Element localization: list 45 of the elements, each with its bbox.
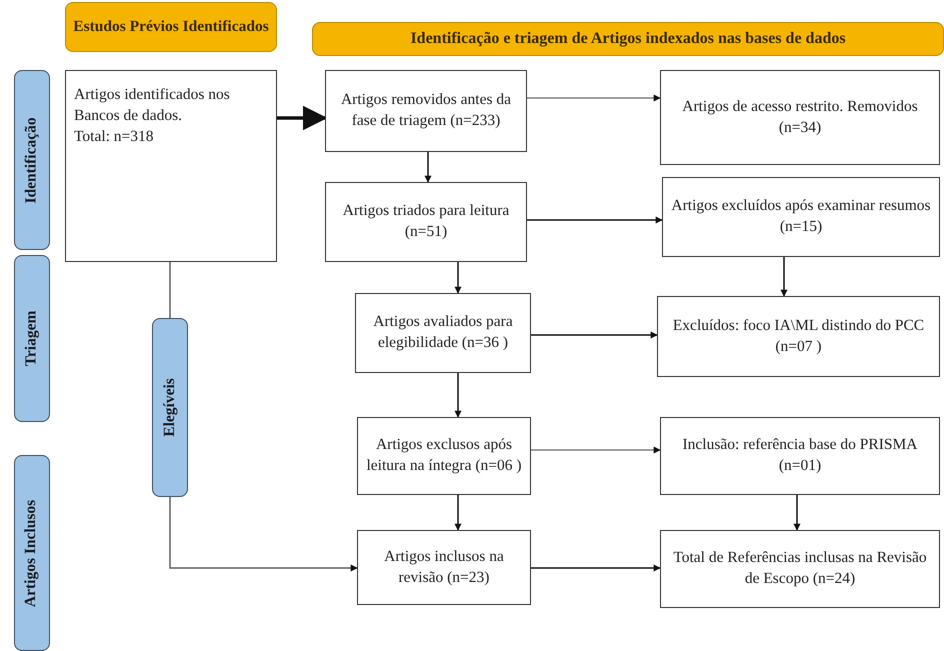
process-box: [657, 296, 940, 377]
process-box: [660, 530, 940, 608]
arrow: [531, 332, 658, 338]
box-text: Artigos de acesso restrito. Removidos (n=34): [681, 96, 919, 138]
box-text: Estudos Prévios Identificados: [73, 18, 269, 36]
arrow: [527, 94, 661, 102]
arrow: [531, 446, 661, 454]
box-text: Excluídos: foco IA\ML distindo do PCC (n=07 ): [672, 316, 926, 356]
box-text: Artigos inclusos na revisão (n=23): [383, 546, 505, 588]
box-text: Artigos identificados nos Bancos de dados.: [74, 85, 231, 126]
arrow: [531, 564, 661, 572]
stage-label: Triagem: [14, 255, 50, 422]
arrow: [277, 106, 328, 130]
arrow: [169, 497, 358, 572]
stage-label: Elegíveis: [152, 318, 188, 497]
process-box: [660, 70, 940, 165]
header-banner: [312, 22, 944, 56]
arrow: [454, 373, 462, 418]
process-box: [357, 530, 531, 605]
box-text: Artigos triados para leitura (n=51): [342, 201, 510, 242]
stage-label: Identificação: [14, 70, 50, 250]
box-text: Identificação e triagem de Artigos indexados nas bases de dados: [410, 30, 846, 48]
box-text: Total: n=318: [74, 126, 154, 147]
box-text: Artigos avaliados para elegibilidade (n=36 ): [372, 312, 514, 353]
process-box: [355, 293, 531, 373]
process-box: [65, 70, 277, 262]
box-text: Total de Referências inclusas na Revisão de Escopo (n=24): [672, 548, 928, 589]
connector-line: [169, 262, 171, 318]
box-text: Artigos excluídos após examinar resumos (n=15): [671, 196, 931, 237]
arrow: [454, 495, 462, 531]
process-box: [662, 177, 940, 257]
box-text: Inclusão: referência base do PRISMA (n=01): [681, 435, 918, 476]
process-box: [325, 182, 527, 262]
box-text: Artigos removidos antes da fase de triagem (n=233): [340, 90, 512, 131]
arrow: [794, 495, 800, 531]
arrow: [454, 262, 462, 294]
header-banner: [65, 2, 277, 52]
stage-label: Artigos Inclusos: [14, 455, 50, 651]
process-box: [357, 417, 531, 495]
process-box: [325, 70, 527, 152]
box-text: Artigos exclusos após leitura na íntegra (n=06 ): [366, 435, 522, 476]
arrow: [527, 216, 663, 224]
arrow: [780, 257, 788, 297]
process-box: [660, 417, 940, 495]
arrow: [424, 152, 432, 183]
